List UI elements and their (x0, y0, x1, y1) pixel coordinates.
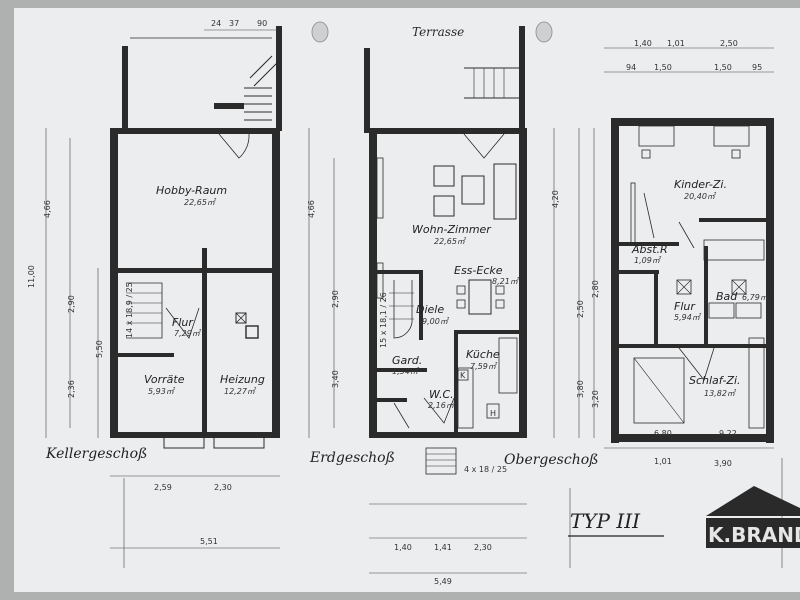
dim-top-left-4: 90 (257, 19, 267, 28)
dim-top-right-c: 2,50 (720, 39, 738, 48)
dim-top-right-f: 1,50 (714, 63, 732, 72)
dim-top-right-b: 1,01 (667, 39, 685, 48)
dim-left-1: 4,66 (43, 200, 52, 218)
dim-bottom-mid-total: 5,49 (434, 577, 452, 586)
area-kinder: 20,40㎡ (684, 192, 717, 201)
room-vorraete: Vorräte (144, 373, 185, 386)
dim-top-left-2: 37 (229, 19, 239, 28)
room-gard: Gard. (392, 354, 422, 367)
room-bad: Bad (716, 290, 738, 303)
upper-floor-plan (611, 118, 774, 443)
dim-upper-1: 6,80 (654, 429, 672, 438)
area-schlaf: 13,82㎡ (704, 389, 737, 398)
area-gard: 1,34㎡ (392, 367, 420, 376)
binder-holes (311, 21, 553, 43)
room-wohn: Wohn-Zimmer (412, 223, 492, 236)
brand-name: K.BRAND (708, 523, 800, 547)
area-bad: 6,79㎡ (742, 293, 770, 302)
drawing-sheet: Terrasse Hobby-Raum 22,65㎡ Flur 7,29㎡ Vo… (14, 8, 800, 592)
dim-upper-2: 9,22 (719, 429, 737, 438)
room-flur-k: Flur (172, 316, 194, 329)
area-flur-o: 5,94㎡ (674, 313, 702, 322)
dim-right-3: 3,80 (576, 380, 585, 398)
area-heizung: 12,27㎡ (224, 387, 257, 396)
room-abstr: Abst.R (631, 243, 668, 256)
dim-top-right-e: 1,50 (654, 63, 672, 72)
dim-right-5: 3,20 (591, 390, 600, 408)
floor-label-upper: Obergeschoß (504, 452, 599, 468)
area-kueche: 7,59㎡ (470, 362, 498, 371)
room-schlaf: Schlaf-Zi. (689, 374, 741, 387)
basement-plan (110, 26, 282, 449)
stair-note-basement: 14 x 18,9 / 25 (125, 282, 134, 338)
room-heizung: Heizung (220, 373, 265, 386)
dim-bottom-mid-3: 2,30 (474, 543, 492, 552)
area-ess: 8,21㎡ (492, 277, 520, 286)
dim-left-total: 11,00 (27, 265, 36, 288)
ground-floor-plan (364, 26, 527, 475)
fixture-k: K (460, 371, 466, 380)
area-vorraete: 5,93㎡ (148, 387, 176, 396)
room-kueche: Küche (466, 348, 500, 361)
dim-top-right-a: 1,40 (634, 39, 652, 48)
dim-right-2: 2,50 (576, 300, 585, 318)
dim-upper-3: 1,01 (654, 457, 672, 466)
dim-top-right-d: 94 (626, 63, 636, 72)
area-hobby: 22,65㎡ (184, 198, 217, 207)
room-wc: W.C. (429, 388, 454, 401)
dim-bottom-left-1: 2,59 (154, 483, 172, 492)
type-label: TYP III (570, 509, 641, 533)
dim-mid-1: 4,66 (307, 200, 316, 218)
dim-upper-4: 3,90 (714, 459, 732, 468)
floor-plan: Terrasse Hobby-Raum 22,65㎡ Flur 7,29㎡ Vo… (27, 19, 800, 586)
dim-bottom-mid-2: 1,41 (434, 543, 452, 552)
area-abstr: 1,09㎡ (634, 256, 662, 265)
room-hobby: Hobby-Raum (156, 184, 227, 197)
area-wohn: 22,65㎡ (434, 237, 467, 246)
dim-left-4: 5,50 (95, 340, 104, 358)
floor-label-basement: Kellergeschoß (45, 446, 147, 462)
terrace-label: Terrasse (412, 25, 464, 39)
room-kinder: Kinder-Zi. (674, 178, 727, 191)
dim-right-1: 4,20 (551, 190, 560, 208)
area-wc: 2,16㎡ (428, 401, 456, 410)
dim-mid-3: 3,40 (331, 370, 340, 388)
dim-bottom-left-total: 5,51 (200, 537, 218, 546)
dim-left-3: 2,36 (67, 380, 76, 398)
floor-label-ground: Erdgeschoß (309, 450, 395, 466)
brand-logo: K.BRAND (706, 486, 800, 548)
dim-stair-ground: 4 x 18 / 25 (464, 465, 507, 474)
area-diele: 9,00㎡ (422, 317, 450, 326)
fixture-h: H (490, 409, 496, 418)
room-ess: Ess-Ecke (454, 264, 503, 277)
room-flur-o: Flur (674, 300, 696, 313)
stair-note-ground: 15 x 18,1 / 26 (379, 292, 388, 348)
dim-right-4: 2,80 (591, 280, 600, 298)
dim-top-left-1: 24 (211, 19, 221, 28)
dim-top-right-g: 95 (752, 63, 762, 72)
dim-bottom-mid-1: 1,40 (394, 543, 412, 552)
dim-left-2: 2,90 (67, 295, 76, 313)
area-flur-k: 7,29㎡ (174, 329, 202, 338)
room-diele: Diele (416, 303, 444, 316)
dim-mid-2: 2,90 (331, 290, 340, 308)
dim-bottom-left-2: 2,30 (214, 483, 232, 492)
